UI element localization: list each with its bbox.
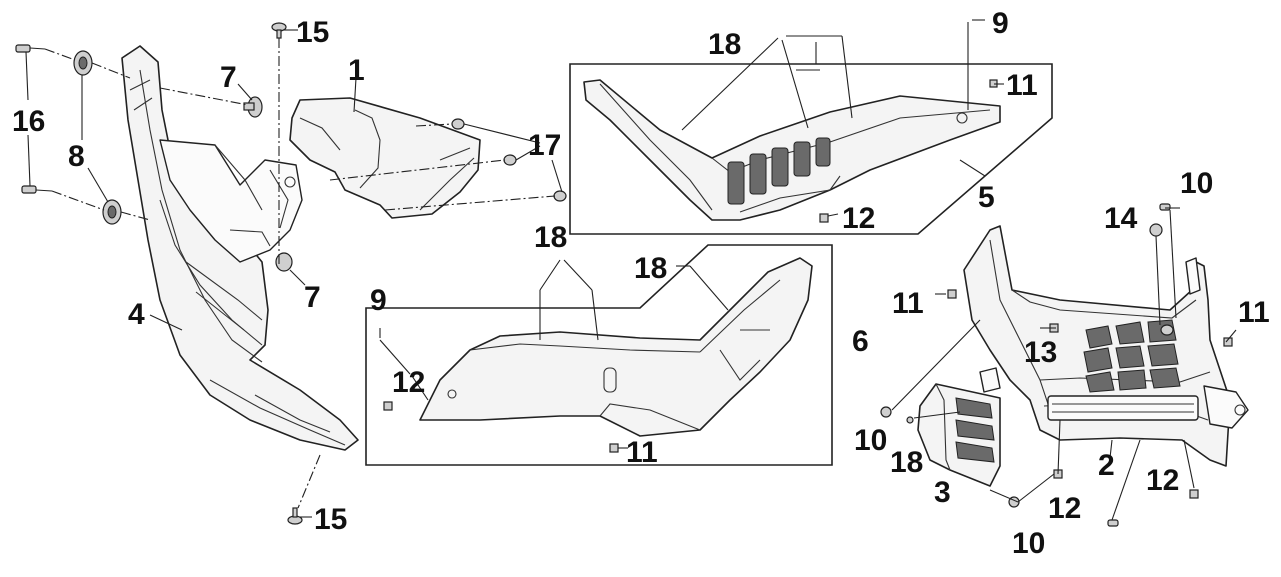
part-6-inner-panel xyxy=(383,257,813,453)
callout-18-right: 18 xyxy=(890,446,923,479)
callout-14: 14 xyxy=(1104,202,1138,235)
callout-10-top: 10 xyxy=(1180,167,1213,200)
callout-11-right-edge: 11 xyxy=(1238,296,1270,329)
part-1-upper-shield xyxy=(289,97,481,219)
callout-4: 4 xyxy=(128,298,145,331)
grommet-8-upper xyxy=(73,50,93,76)
callout-9-box5: 9 xyxy=(992,7,1009,40)
callout-17: 17 xyxy=(528,129,561,162)
part-5-inner-panel xyxy=(583,79,1001,223)
callout-10-bottom: 10 xyxy=(1012,527,1045,560)
screw-15-upper xyxy=(271,22,287,39)
callout-12-right-left: 12 xyxy=(1048,492,1081,525)
callout-18-box6-left: 18 xyxy=(534,221,567,254)
leader-lines-right xyxy=(891,207,1237,521)
leader-lines-box-6 xyxy=(379,259,729,449)
callout-10-left: 10 xyxy=(854,424,887,457)
leader-lines-left xyxy=(25,29,563,518)
callout-12-box5: 12 xyxy=(842,202,875,235)
fastener-16-lower xyxy=(21,185,53,194)
box-part-6 xyxy=(365,244,833,466)
part-2-lower-front xyxy=(963,225,1249,467)
callout-9-box6: 9 xyxy=(370,284,387,317)
clip-7-lower xyxy=(275,252,293,272)
callout-15-top: 15 xyxy=(296,16,329,49)
callout-6: 6 xyxy=(852,325,869,358)
callout-15-bottom: 15 xyxy=(314,503,347,536)
callout-11-right-left: 11 xyxy=(892,287,924,320)
clip-7-upper xyxy=(243,96,263,118)
callout-3: 3 xyxy=(934,476,951,509)
grommet-8-lower xyxy=(102,199,122,225)
callout-labels: 15 16 8 7 1 17 7 4 15 18 9 11 5 12 18 18… xyxy=(12,7,1270,560)
part-3-side-vent xyxy=(917,383,1001,487)
part-2-grille xyxy=(1083,257,1201,393)
callout-16: 16 xyxy=(12,105,45,138)
callout-12-right-right: 12 xyxy=(1146,464,1179,497)
callout-5: 5 xyxy=(978,181,995,214)
callout-1: 1 xyxy=(348,54,365,87)
callout-7-bottom: 7 xyxy=(304,281,321,314)
screw-15-lower xyxy=(287,507,303,525)
leader-lines-box-5 xyxy=(681,19,1004,217)
part-4-upper-bracket xyxy=(159,139,303,263)
callout-11-box5: 11 xyxy=(1006,69,1038,102)
callout-2: 2 xyxy=(1098,449,1115,482)
callout-18-box5: 18 xyxy=(708,28,741,61)
fastener-16-upper xyxy=(15,44,46,53)
callout-13: 13 xyxy=(1024,336,1057,369)
callout-8: 8 xyxy=(68,140,85,173)
callout-12-box6: 12 xyxy=(392,366,425,399)
callout-11-box6: 11 xyxy=(626,436,658,469)
callout-7-top: 7 xyxy=(220,61,237,94)
callout-18-box6-right: 18 xyxy=(634,252,667,285)
